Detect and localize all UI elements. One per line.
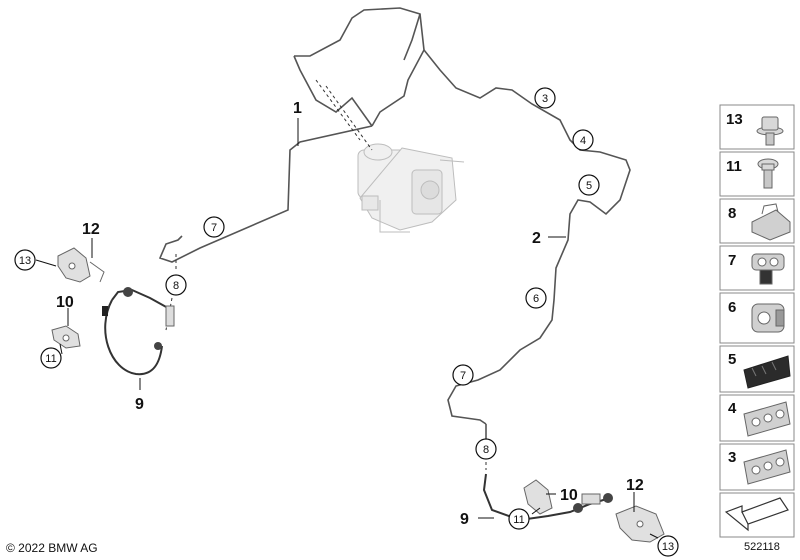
- svg-text:11: 11: [513, 514, 524, 526]
- legend-item-4: 4: [719, 394, 795, 442]
- svg-text:6: 6: [728, 299, 736, 316]
- legend-item-8: 8: [719, 198, 795, 244]
- callout-12-right: 12: [626, 477, 644, 494]
- brake-line-1: [158, 7, 425, 263]
- bracket-left-10: [51, 325, 81, 349]
- brake-hose-left: [102, 287, 175, 376]
- svg-text:7: 7: [460, 370, 466, 382]
- callout-5: 5: [578, 174, 600, 196]
- legend-item-arrow: [719, 492, 795, 538]
- callout-3: 3: [534, 87, 556, 109]
- legend-panel: 13 11 8 7: [719, 104, 795, 538]
- svg-text:13: 13: [19, 255, 31, 267]
- black-pipe-holder-icon: [743, 355, 791, 389]
- brake-line-2: [403, 13, 631, 440]
- callout-11-left: 11: [40, 347, 62, 369]
- callout-8-right: 8: [475, 438, 497, 460]
- svg-text:5: 5: [586, 180, 592, 192]
- page-arrow-icon: [724, 497, 789, 532]
- svg-text:4: 4: [580, 135, 586, 147]
- callout-10-right: 10: [560, 487, 578, 504]
- svg-text:11: 11: [45, 353, 56, 365]
- callout-9-right: 9: [460, 511, 469, 528]
- triple-pipe-clip-icon: [743, 401, 791, 437]
- svg-text:8: 8: [483, 444, 489, 456]
- callout-13-right: 13: [657, 535, 679, 557]
- diagram-id: 522118: [744, 541, 780, 553]
- callout-9-left: 9: [135, 396, 144, 413]
- legend-item-7: 7: [719, 245, 795, 291]
- double-pipe-clip-icon: [751, 303, 785, 333]
- svg-text:3: 3: [728, 449, 736, 466]
- svg-text:4: 4: [728, 400, 737, 417]
- callout-7-left: 7: [203, 216, 225, 238]
- legend-item-13: 13: [719, 104, 795, 150]
- svg-text:7: 7: [728, 252, 736, 269]
- brake-master-cylinder: [357, 143, 465, 233]
- svg-text:6: 6: [533, 293, 539, 305]
- callout-8-left: 8: [165, 274, 187, 296]
- svg-text:3: 3: [542, 93, 548, 105]
- callout-1: 1: [293, 100, 302, 117]
- brake-hose-right: [482, 473, 613, 522]
- bracket-right-10: [523, 479, 553, 515]
- callout-7-right: 7: [452, 364, 474, 386]
- bracket-right-12: [615, 505, 665, 543]
- callout-12-left: 12: [82, 221, 100, 238]
- callout-2: 2: [532, 230, 541, 247]
- svg-text:7: 7: [211, 222, 217, 234]
- clip-bracket-icon: [751, 203, 791, 241]
- bolt-icon: [757, 158, 779, 189]
- legend-item-5: 5: [719, 345, 795, 393]
- legend-item-11: 11: [719, 151, 795, 197]
- svg-text:13: 13: [726, 111, 743, 128]
- triple-pipe-clip-icon: [743, 449, 791, 485]
- callout-4: 4: [572, 129, 594, 151]
- copyright-text: © 2022 BMW AG: [6, 541, 98, 555]
- svg-text:8: 8: [728, 205, 736, 222]
- callout-13-left: 13: [14, 249, 36, 271]
- leader-lines: [35, 118, 659, 539]
- legend-item-6: 6: [719, 292, 795, 344]
- flange-bolt-icon: [756, 116, 784, 146]
- svg-text:13: 13: [662, 541, 674, 553]
- guide-lines: [165, 79, 487, 470]
- svg-text:8: 8: [173, 280, 179, 292]
- legend-item-3: 3: [719, 443, 795, 491]
- svg-text:5: 5: [728, 351, 736, 368]
- svg-text:11: 11: [726, 158, 742, 175]
- bracket-left-12: [57, 247, 105, 283]
- callout-6: 6: [525, 287, 547, 309]
- pipe-clip-icon: [751, 253, 785, 285]
- callout-11-right: 11: [508, 508, 530, 530]
- callout-10-left: 10: [56, 294, 74, 311]
